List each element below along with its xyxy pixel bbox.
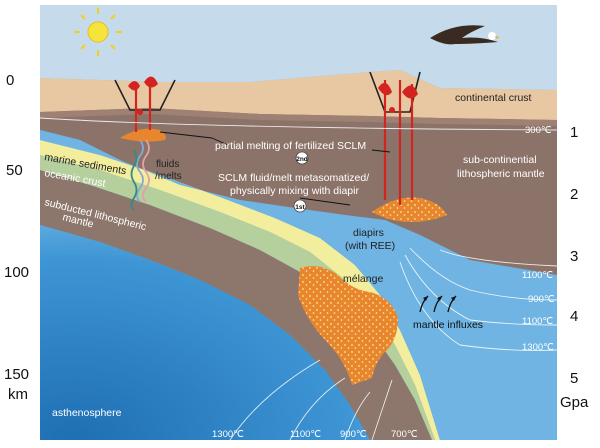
fluid-path-blue <box>136 139 144 203</box>
metasomatized-label-line1: SCLM fluid/melt metasomatized/ <box>218 172 369 184</box>
depth-tick-0: 0 <box>6 72 15 89</box>
melange-label: mélange <box>343 273 383 285</box>
sclm-label-line1: sub-continential <box>463 154 537 166</box>
step-1st-badge <box>293 199 307 213</box>
fluid-path-pink <box>142 139 150 203</box>
pressure-tick-2: 2 <box>570 186 579 203</box>
isotherm-bottom-700: 700℃ <box>391 429 418 440</box>
mantle-influxes-label: mantle influxes <box>413 319 483 331</box>
deep-asthenosphere <box>40 225 370 440</box>
fluids-label-line2: /melts <box>155 171 182 182</box>
continental-crust <box>40 70 557 120</box>
step-2nd-label: 2nd <box>296 156 308 163</box>
fluids-label-line1: fluids <box>156 159 179 170</box>
isotherm-bottom-1100: 1100℃ <box>290 429 321 440</box>
mantle-wedge <box>40 130 557 440</box>
pressure-unit: Gpa <box>560 394 589 411</box>
depth-tick-150: 150 <box>4 366 30 383</box>
isotherm-300: 300℃ <box>525 125 552 136</box>
continental-crust-label: continental crust <box>455 92 532 104</box>
sclm-label-line2: lithospheric mantle <box>457 168 545 180</box>
arrowheads <box>423 296 456 301</box>
fluid-path-green <box>130 149 138 211</box>
step-2nd-badge <box>295 151 309 165</box>
depth-unit: km <box>8 386 28 403</box>
step-1st-label: 1st <box>295 204 305 211</box>
isotherm-1300: 1300℃ <box>522 342 554 353</box>
pressure-tick-3: 3 <box>570 248 579 265</box>
diapirs-label-line1: diapirs <box>353 227 384 239</box>
diapirs-label-line2: (with REE) <box>345 240 395 252</box>
depth-tick-100: 100 <box>4 264 30 281</box>
moho-band <box>40 108 557 126</box>
isotherm-bottom-1300: 1300℃ <box>212 429 244 440</box>
sky <box>40 5 557 90</box>
metasomatized-label-line2: physically mixing with diapir <box>230 185 359 197</box>
diapir-left <box>120 128 166 142</box>
depth-tick-50: 50 <box>6 162 23 179</box>
left-rift-basin <box>114 79 176 111</box>
isotherm-1100-lower: 1100℃ <box>522 316 553 327</box>
magma-pockets <box>128 76 418 115</box>
isotherm-900: 900℃ <box>528 294 555 305</box>
partial-melting-label: partial melting of fertilized SCLM <box>215 140 366 152</box>
eagle-icon <box>430 25 500 45</box>
sun-icon <box>74 8 122 56</box>
subducted-lithospheric-mantle <box>40 170 432 440</box>
isotherm-bottom-900: 900℃ <box>340 429 367 440</box>
pressure-tick-5: 5 <box>570 370 579 387</box>
melange-texture <box>298 266 398 385</box>
asthenosphere-label: asthenosphere <box>52 407 122 419</box>
magma-conduits <box>134 80 414 205</box>
sub-continental-lithospheric-mantle <box>40 103 557 275</box>
isotherm-1100-upper: 1100℃ <box>522 270 553 281</box>
pressure-tick-1: 1 <box>570 124 579 141</box>
pressure-tick-4: 4 <box>570 308 579 325</box>
leader-lines <box>159 131 391 206</box>
isotherm-lines <box>39 117 558 441</box>
diapir-right-texture <box>372 197 447 222</box>
